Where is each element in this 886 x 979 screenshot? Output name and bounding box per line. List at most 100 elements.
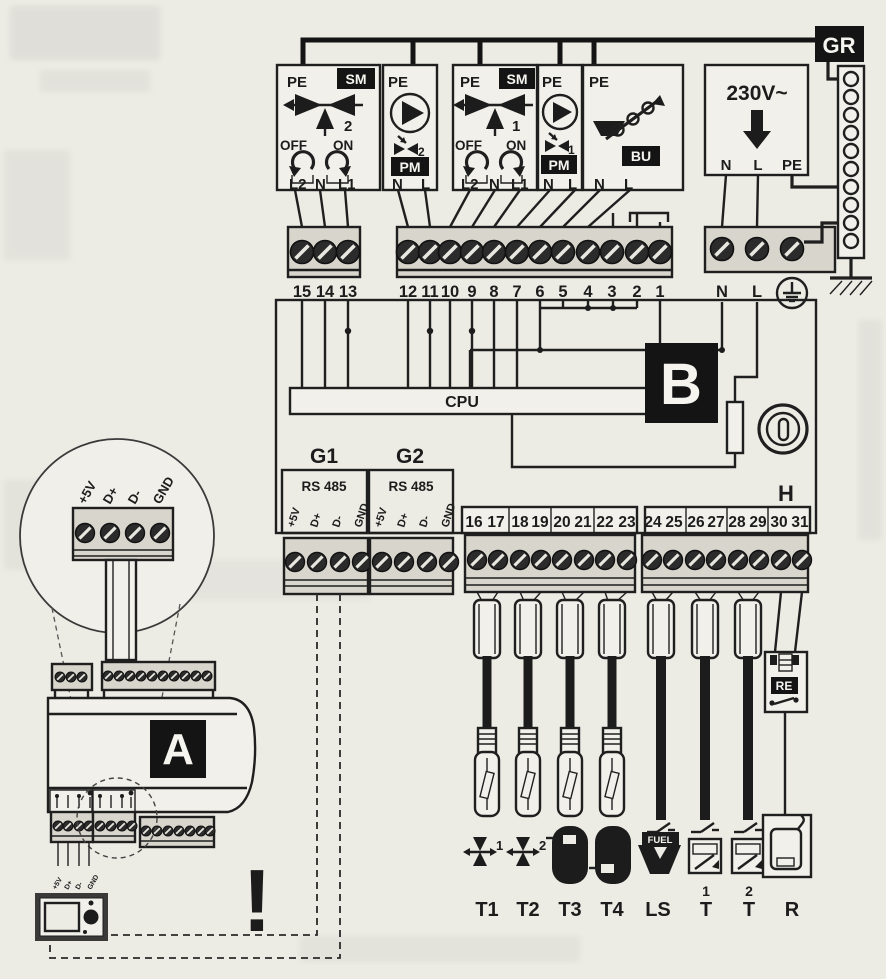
- thermostat-2-switch-icon: [732, 821, 764, 834]
- terminal-n: N: [315, 176, 326, 193]
- terminal-block-mains: [703, 225, 837, 274]
- fuse-holder-icon: [757, 403, 809, 455]
- terminal-5: 5: [558, 283, 567, 301]
- terminal-7: 7: [512, 283, 521, 301]
- valve-number: 1: [512, 118, 520, 135]
- terminal-n: N: [392, 176, 403, 193]
- label-t2: T2: [516, 899, 539, 921]
- boiler-icon: [761, 813, 813, 879]
- cable-thermostat-1: [690, 598, 720, 820]
- terminal-24: 24: [644, 514, 662, 531]
- terminal-1: 1: [655, 283, 664, 301]
- label-thermostat-2: T: [743, 899, 755, 921]
- re-label: RE: [776, 679, 793, 693]
- terminal-l: L: [421, 176, 430, 193]
- device-a-wires: [57, 842, 90, 866]
- board-b-badge: [645, 343, 718, 423]
- thermostat-1-switch-icon: [689, 821, 721, 834]
- terminal-n: N: [489, 176, 500, 193]
- g2-label: G2: [396, 445, 424, 468]
- probe-t2: [513, 598, 543, 818]
- terminal-block-left: [286, 225, 362, 279]
- terminal-17: 17: [487, 514, 504, 531]
- probe-t3: [555, 598, 585, 818]
- boiler-sensor-t4-icon: [589, 826, 631, 884]
- auger-icon: [593, 95, 665, 141]
- relay-column: RE: [761, 591, 813, 879]
- cpu-wires: [300, 300, 725, 388]
- box-feeder: PE BU N L: [581, 63, 685, 193]
- arrow-down-icon: [743, 110, 771, 149]
- terminal-14: 14: [316, 283, 335, 301]
- earth-symbol-icon: [775, 276, 809, 310]
- pe-label: PE: [388, 74, 408, 91]
- valve-number: 2: [418, 145, 425, 159]
- label-t4: T4: [600, 899, 624, 921]
- bottom-labels: T1 T2 T3 T4 LS T T R: [475, 899, 799, 921]
- terminal-18: 18: [511, 514, 529, 531]
- terminal-l1: L1: [511, 176, 529, 193]
- valve-2-number: 2: [539, 838, 546, 853]
- rs485-bus-wires: [49, 594, 341, 959]
- terminal-22: 22: [596, 514, 613, 531]
- magnifier-detail: +5V D+ D- GND: [19, 438, 215, 783]
- magnifier-cable: [104, 558, 138, 662]
- terminal-8: 8: [489, 283, 498, 301]
- sm-badge: SM: [507, 71, 528, 87]
- terminal-31: 31: [791, 514, 809, 531]
- probe-t1: [472, 598, 502, 818]
- g2-standard: RS 485: [388, 479, 434, 494]
- a-pin-dplus: D+: [64, 880, 75, 891]
- board-b-label: B: [660, 352, 702, 417]
- on-label: ON: [506, 138, 526, 153]
- pe-label: PE: [542, 74, 562, 91]
- valve-1-number: 1: [496, 838, 503, 853]
- terminal-6: 6: [535, 283, 544, 301]
- terminal-l: L: [752, 283, 762, 301]
- rs485-ports: G1 G2 RS 485 RS 485 +5V D+ D- GND +5V D+…: [280, 445, 461, 596]
- terminal-13: 13: [339, 283, 357, 301]
- g1-pin-5v: +5V: [285, 506, 303, 529]
- g1-standard: RS 485: [301, 479, 347, 494]
- magnified-area-circle: [76, 777, 158, 859]
- g1-connector: [282, 536, 374, 596]
- terminal-block-mid: [394, 225, 674, 279]
- valve-1-icon: [461, 835, 499, 868]
- box-mixer-valve-2: PE SM 2 OFF ON L2 N L1: [275, 63, 382, 193]
- terminal-l2: L2: [289, 176, 307, 193]
- cpu-label: CPU: [445, 394, 479, 411]
- terminal-l1: L1: [338, 176, 356, 193]
- pe-label: PE: [460, 74, 480, 91]
- thermostat-2-number: 2: [745, 883, 753, 899]
- on-label: ON: [333, 138, 353, 153]
- box-mixer-valve-1: PE SM 1 OFF ON L2 N L1: [451, 63, 539, 193]
- terminal-15: 15: [293, 283, 311, 301]
- thermostat-1-number: 1: [702, 883, 710, 899]
- label-t3: T3: [558, 899, 581, 921]
- terminal-n: N: [594, 176, 605, 193]
- pe-bus: [300, 37, 836, 65]
- pe-label: PE: [589, 74, 609, 91]
- box-power-230v: 230V~ N L PE: [703, 63, 810, 177]
- panel-knob: [83, 909, 99, 925]
- terminal-16: 16: [465, 514, 483, 531]
- ls-switch-icon: [645, 821, 677, 834]
- label-r: R: [785, 899, 800, 921]
- board-h-label: H: [778, 481, 794, 506]
- g2-pin-dminus: D-: [417, 514, 432, 529]
- device-a-tiny-pin-labels: +5V D+ D- GND: [52, 874, 101, 891]
- low-voltage-row: 16 17 18 19 20 21 22 23 24 25 26 27 28 2…: [460, 505, 814, 602]
- cable-ls: [646, 598, 676, 820]
- terminal-l: L: [568, 176, 577, 193]
- label-t1: T1: [475, 899, 498, 921]
- cable-thermostat-2: [733, 598, 763, 820]
- gr-label: GR: [823, 33, 856, 58]
- box-to-terminal-wires: [293, 174, 760, 228]
- gr-terminal-strip: [790, 62, 873, 296]
- box-pump-2: PE 2 PM N L: [381, 63, 439, 193]
- low-connector-left: [463, 533, 639, 594]
- terminal-10: 10: [441, 283, 459, 301]
- terminal-26: 26: [687, 514, 705, 531]
- g2-pin-labels: +5V D+ D- GND: [372, 502, 458, 529]
